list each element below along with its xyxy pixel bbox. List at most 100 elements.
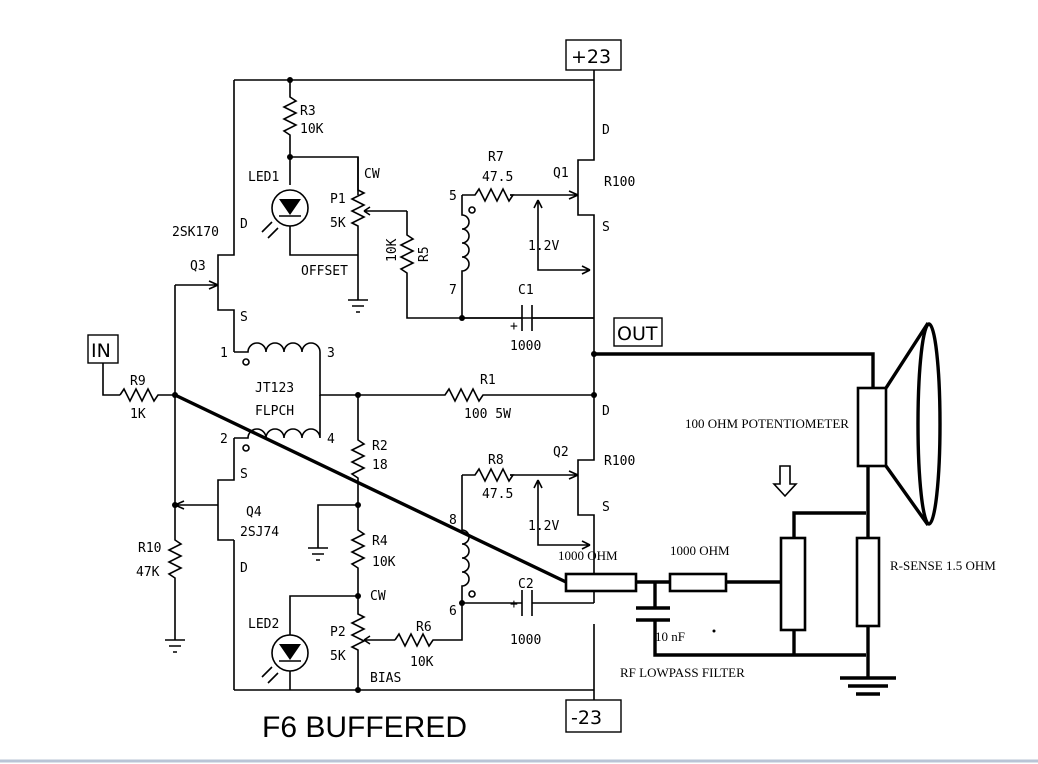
c2-ref: C2 <box>518 577 534 592</box>
p1-ref: P1 <box>330 192 346 207</box>
bias-voltage-top: 1.2V <box>528 199 591 275</box>
transformer-type: FLPCH <box>255 404 294 419</box>
rf-filter-label: RF LOWPASS FILTER <box>620 665 745 680</box>
p1-function: OFFSET <box>301 264 348 279</box>
q3-type: 2SK170 <box>172 225 219 240</box>
resistor-r5: 10K R5 <box>385 211 594 319</box>
r3-ref: R3 <box>300 104 316 119</box>
led2: LED2 <box>248 595 358 690</box>
r6-ref: R6 <box>416 620 432 635</box>
r10-ref: R10 <box>138 541 161 556</box>
q2-d: D <box>602 404 610 419</box>
r5-value: 10K <box>385 238 400 262</box>
capacitor-10nf <box>636 606 670 622</box>
resistor-r1: R1 100 5W <box>358 373 594 422</box>
negative-rail: -23 <box>233 540 622 733</box>
q3-ref: Q3 <box>190 259 206 274</box>
q4-ref: Q4 <box>246 505 262 520</box>
c2-plus: + <box>510 597 518 612</box>
resistor-r10: R10 47K <box>136 505 185 653</box>
q1-type: R100 <box>604 175 635 190</box>
transformer-name: JT123 <box>255 381 294 396</box>
p2-cw: CW <box>370 589 386 604</box>
positive-rail-label: +23 <box>571 46 611 68</box>
led2-label: LED2 <box>248 617 279 632</box>
output-label: OUT <box>617 323 658 345</box>
resistor-r9: R9 1K <box>119 374 175 422</box>
r6-value: 10K <box>410 655 434 670</box>
transformer-jt123: 1 2 3 4 JT123 FLPCH <box>220 342 358 452</box>
led1-label: LED1 <box>248 170 279 185</box>
speaker-icon <box>856 322 942 526</box>
q1-s: S <box>602 220 610 235</box>
r10-value: 47K <box>136 565 160 580</box>
r-1000a-label: 1000 OHM <box>558 548 618 563</box>
q1-d: D <box>602 123 610 138</box>
transistor-q4: S Q4 2SJ74 D <box>174 438 279 576</box>
q4-type: 2SJ74 <box>240 525 279 540</box>
q2-s: S <box>602 500 610 515</box>
resistor-r2: R2 18 <box>350 395 388 505</box>
c1-value: 1000 <box>510 339 541 354</box>
resistor-1000-a <box>564 572 638 593</box>
coil-out-top: 5 7 <box>449 189 476 318</box>
bias-voltage-bottom: 1.2V <box>528 479 591 550</box>
r7-ref: R7 <box>488 150 504 165</box>
resistor-1000-b <box>668 572 728 593</box>
pin-5: 5 <box>449 189 457 204</box>
resistor-r6: R6 10K <box>394 603 463 670</box>
p1-value: 5K <box>330 216 346 231</box>
pin-8: 8 <box>449 513 457 528</box>
feedback-wire <box>174 393 567 584</box>
r-1000b-label: 1000 OHM <box>670 543 730 558</box>
q4-s: S <box>240 467 248 482</box>
pin-3: 3 <box>327 346 335 361</box>
pot-100-label: 100 OHM POTENTIOMETER <box>685 416 849 431</box>
negative-rail-label: -23 <box>571 707 602 729</box>
pin-1: 1 <box>220 346 228 361</box>
rsense-label: R-SENSE 1.5 OHM <box>890 558 996 573</box>
capacitor-c2: C2 + 1000 <box>462 577 594 648</box>
r1-value: 100 5W <box>464 407 511 422</box>
positive-rail: +23 <box>233 39 622 230</box>
coil-out-bottom: 8 6 <box>449 475 476 619</box>
ground-mid <box>308 504 358 561</box>
q2-type: R100 <box>604 454 635 469</box>
input-port: IN <box>87 334 120 396</box>
transistor-q2: Q2 R100 D S <box>510 404 635 603</box>
resistor-rsense <box>855 536 881 628</box>
down-arrow-icon <box>772 465 798 498</box>
c1-plus: + <box>510 319 518 334</box>
q4-d: D <box>240 561 248 576</box>
p2-function: BIAS <box>370 671 401 686</box>
diagram-title: F6 BUFFERED <box>262 711 467 744</box>
r7-value: 47.5 <box>482 170 513 185</box>
r9-ref: R9 <box>130 374 146 389</box>
feedback-network: 100 OHM POTENTIOMETER 1000 OHM 1000 OHM … <box>174 393 996 696</box>
pot-p2: CW P2 5K BIAS <box>330 589 401 690</box>
q2-ref: Q2 <box>553 445 569 460</box>
r8-value: 47.5 <box>482 487 513 502</box>
capacitor-c1: C1 + 1000 <box>462 283 594 354</box>
r8-ref: R8 <box>488 453 504 468</box>
r4-value: 10K <box>372 555 396 570</box>
led1: LED1 <box>248 156 359 256</box>
q3-s: S <box>240 310 248 325</box>
input-label: IN <box>91 340 111 362</box>
c2-value: 1000 <box>510 633 541 648</box>
q1-ref: Q1 <box>553 166 569 181</box>
q3-d: D <box>240 217 248 232</box>
resistor-r8: R8 47.5 <box>462 453 515 502</box>
pot-p1: CW P1 5K OFFSET <box>301 157 407 313</box>
c1-ref: C1 <box>518 283 534 298</box>
resistor-r3: R3 10K <box>282 80 324 157</box>
output-port: OUT <box>593 317 875 448</box>
transistor-q1: Q1 R100 D S <box>510 123 635 318</box>
r2-value: 18 <box>372 458 388 473</box>
p2-ref: P2 <box>330 625 346 640</box>
transistor-q3: 2SK170 Q3 D S <box>172 217 248 352</box>
r1-ref: R1 <box>480 373 496 388</box>
r5-ref: R5 <box>417 246 432 262</box>
ground-rsense <box>840 676 896 696</box>
